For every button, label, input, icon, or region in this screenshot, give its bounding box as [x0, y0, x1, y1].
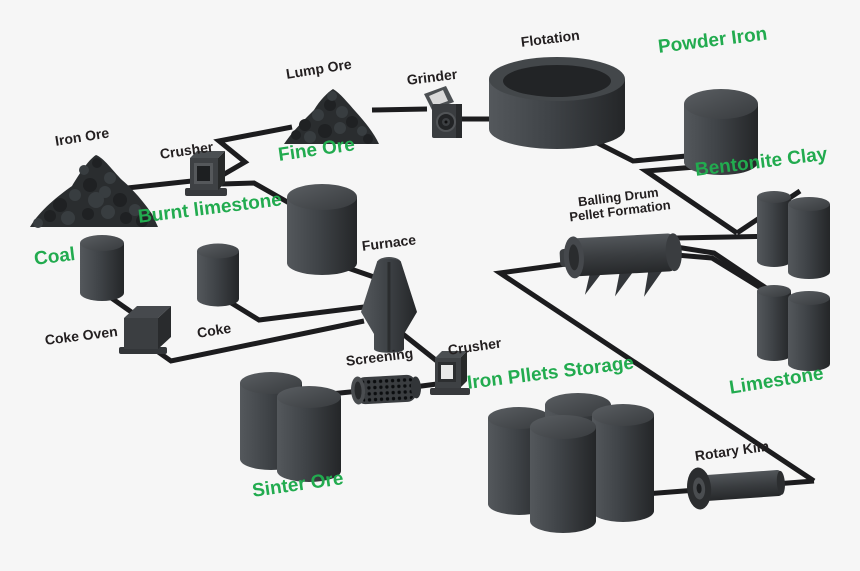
line-crusher-lumpore	[213, 124, 293, 179]
crusher-1-machine-icon	[185, 151, 227, 196]
rotary-kiln-icon	[687, 467, 785, 510]
line-powderiron-junction	[638, 163, 739, 236]
line-crusher-fineore	[221, 180, 300, 211]
sinter-ore-silos-icon	[240, 372, 341, 482]
line-drum-limestone-a	[675, 244, 768, 291]
balling-drum-icon	[559, 233, 682, 297]
flotation-tank-icon	[489, 57, 625, 149]
limestone-silos-icon	[757, 285, 830, 371]
burnt-limestone-silo-icon	[197, 243, 239, 307]
lump-ore-pile-icon	[284, 89, 379, 144]
furnace-icon	[361, 257, 417, 353]
line-lumpore-grinder	[371, 106, 428, 113]
screening-drum-icon	[351, 374, 421, 405]
coal-silo-icon	[80, 235, 124, 301]
crusher-2-machine-icon	[430, 351, 470, 395]
iron-pellets-storage-silos-icon	[488, 393, 654, 533]
powder-iron-tank-icon	[684, 89, 758, 175]
line-drum-limestone-b	[675, 252, 766, 293]
coke-oven-icon	[119, 306, 171, 354]
bentonite-clay-silos-icon	[757, 191, 830, 279]
line-ironore-crusher	[126, 178, 193, 191]
iron-ore-pile-icon	[30, 155, 158, 228]
fine-ore-silo-icon	[287, 184, 357, 275]
line-coke-furnace	[152, 318, 365, 364]
line-drum-kiln-diagonal	[493, 261, 816, 484]
line-burntlimestone-furnace	[218, 293, 365, 323]
grinder-machine-icon	[424, 86, 462, 138]
